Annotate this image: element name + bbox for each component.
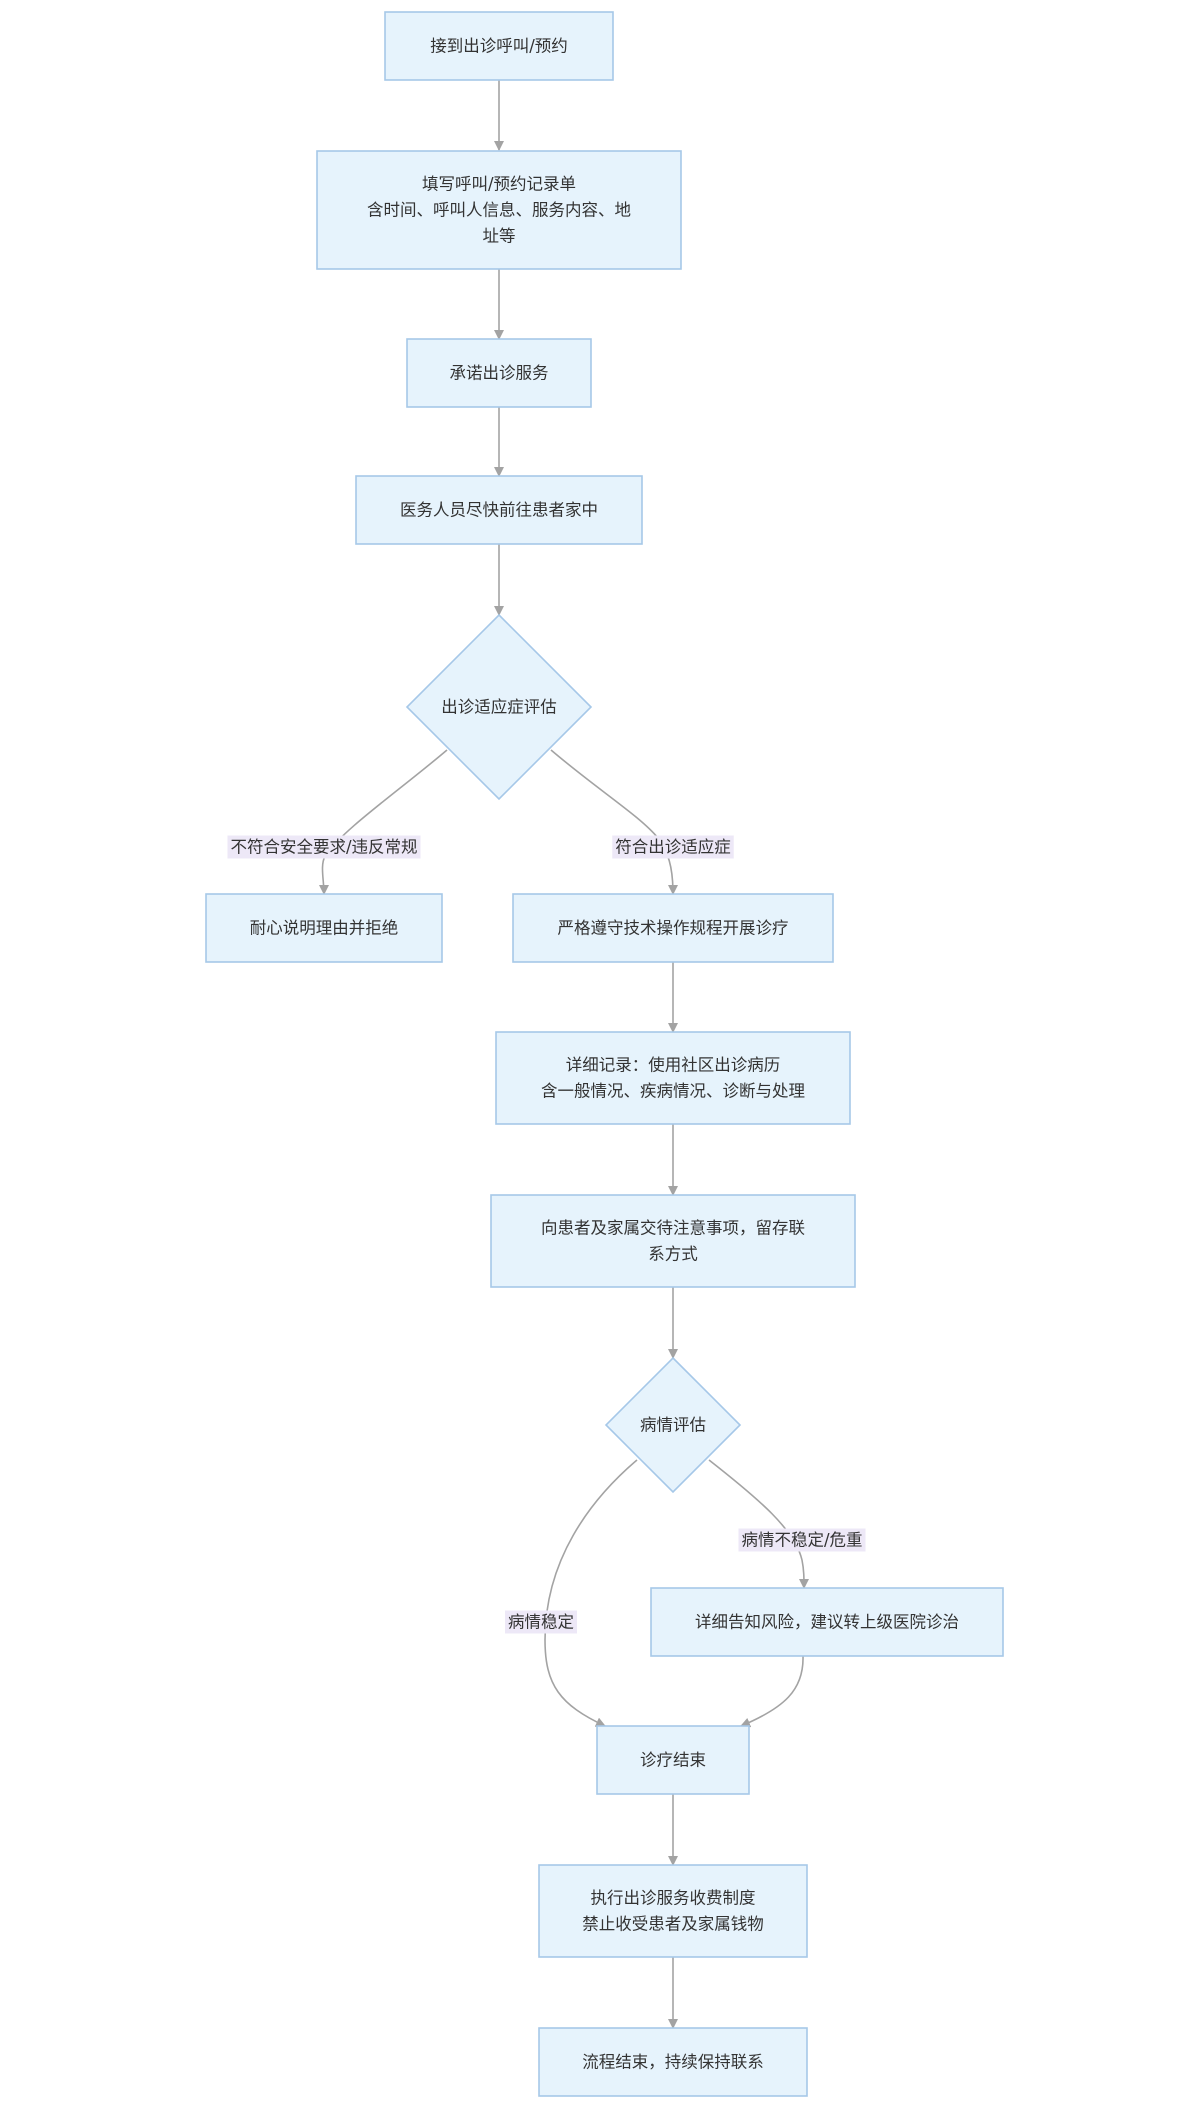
node-label: 医务人员尽快前往患者家中 [400, 501, 598, 520]
edge-label-background [738, 1528, 866, 1552]
node-label: 诊疗结束 [640, 1751, 706, 1770]
process-box [650, 1587, 1004, 1657]
flow-arrow [708, 1459, 809, 1589]
process-box [490, 1194, 856, 1288]
node-label: 详细告知风险，建议转上级医院诊治 [695, 1613, 959, 1632]
process-box [512, 893, 834, 963]
node-indication-assess: 出诊适应症评估 [405, 613, 593, 801]
edge-label-text: 病情不稳定/危重 [741, 1531, 862, 1550]
node-treatment-end: 诊疗结束 [596, 1725, 750, 1795]
node-label: 耐心说明理由并拒绝 [250, 919, 399, 938]
process-box [538, 2027, 808, 2097]
node-process-end: 流程结束，持续保持联系 [538, 2027, 808, 2097]
edge-label-unstable: 病情不稳定/危重 [738, 1528, 866, 1552]
node-label: 流程结束，持续保持联系 [582, 2053, 764, 2072]
node-condition-assess: 病情评估 [604, 1356, 742, 1494]
node-label: 向患者及家属交待注意事项，留存联 [541, 1219, 805, 1238]
process-box [495, 1031, 851, 1125]
node-label: 承诺出诊服务 [450, 364, 549, 383]
decision-diamond [604, 1356, 742, 1494]
node-commit-service: 承诺出诊服务 [406, 338, 592, 408]
node-label: 严格遵守技术操作规程开展诊疗 [558, 919, 789, 938]
edge-label-background [227, 835, 421, 859]
edge-label-compliant: 符合出诊适应症 [612, 835, 734, 859]
edge-label-text: 病情稳定 [508, 1613, 574, 1632]
process-box [538, 1864, 808, 1958]
nodes: 接到出诊呼叫/预约填写呼叫/预约记录单含时间、呼叫人信息、服务内容、地址等承诺出… [205, 11, 1004, 2097]
node-refer-hospital: 详细告知风险，建议转上级医院诊治 [650, 1587, 1004, 1657]
node-label: 址等 [483, 227, 516, 246]
edge-label-background [505, 1610, 577, 1634]
node-label: 接到出诊呼叫/预约 [430, 37, 568, 56]
process-box [205, 893, 443, 963]
node-label: 病情评估 [640, 1416, 706, 1435]
node-label: 含时间、呼叫人信息、服务内容、地 [367, 201, 631, 220]
process-box [596, 1725, 750, 1795]
edge-label-not-compliant: 不符合安全要求/违反常规 [227, 835, 421, 859]
process-box [406, 338, 592, 408]
flow-arrow [550, 749, 678, 895]
node-label: 出诊适应症评估 [441, 698, 557, 717]
node-label: 含一般情况、疾病情况、诊断与处理 [541, 1082, 805, 1101]
process-box [316, 150, 682, 270]
node-label: 填写呼叫/预约记录单 [422, 175, 576, 194]
flow-arrow [544, 1459, 638, 1727]
node-go-to-home: 医务人员尽快前往患者家中 [355, 475, 643, 545]
flow-arrow [318, 749, 448, 895]
decision-diamond [405, 613, 593, 801]
node-label: 系方式 [648, 1245, 698, 1264]
node-refuse: 耐心说明理由并拒绝 [205, 893, 443, 963]
node-label: 详细记录：使用社区出诊病历 [566, 1056, 781, 1075]
node-label: 禁止收受患者及家属钱物 [582, 1915, 764, 1934]
edge-label-text: 不符合安全要求/违反常规 [230, 838, 417, 857]
node-label: 执行出诊服务收费制度 [591, 1889, 756, 1908]
process-box [384, 11, 614, 81]
edge-label-stable: 病情稳定 [505, 1610, 577, 1634]
edge-label-background [612, 835, 734, 859]
node-receive-call: 接到出诊呼叫/预约 [384, 11, 614, 81]
process-box [355, 475, 643, 545]
edge-label-text: 符合出诊适应症 [615, 838, 731, 857]
flow-arrow [740, 1655, 804, 1728]
node-follow-protocol: 严格遵守技术操作规程开展诊疗 [512, 893, 834, 963]
